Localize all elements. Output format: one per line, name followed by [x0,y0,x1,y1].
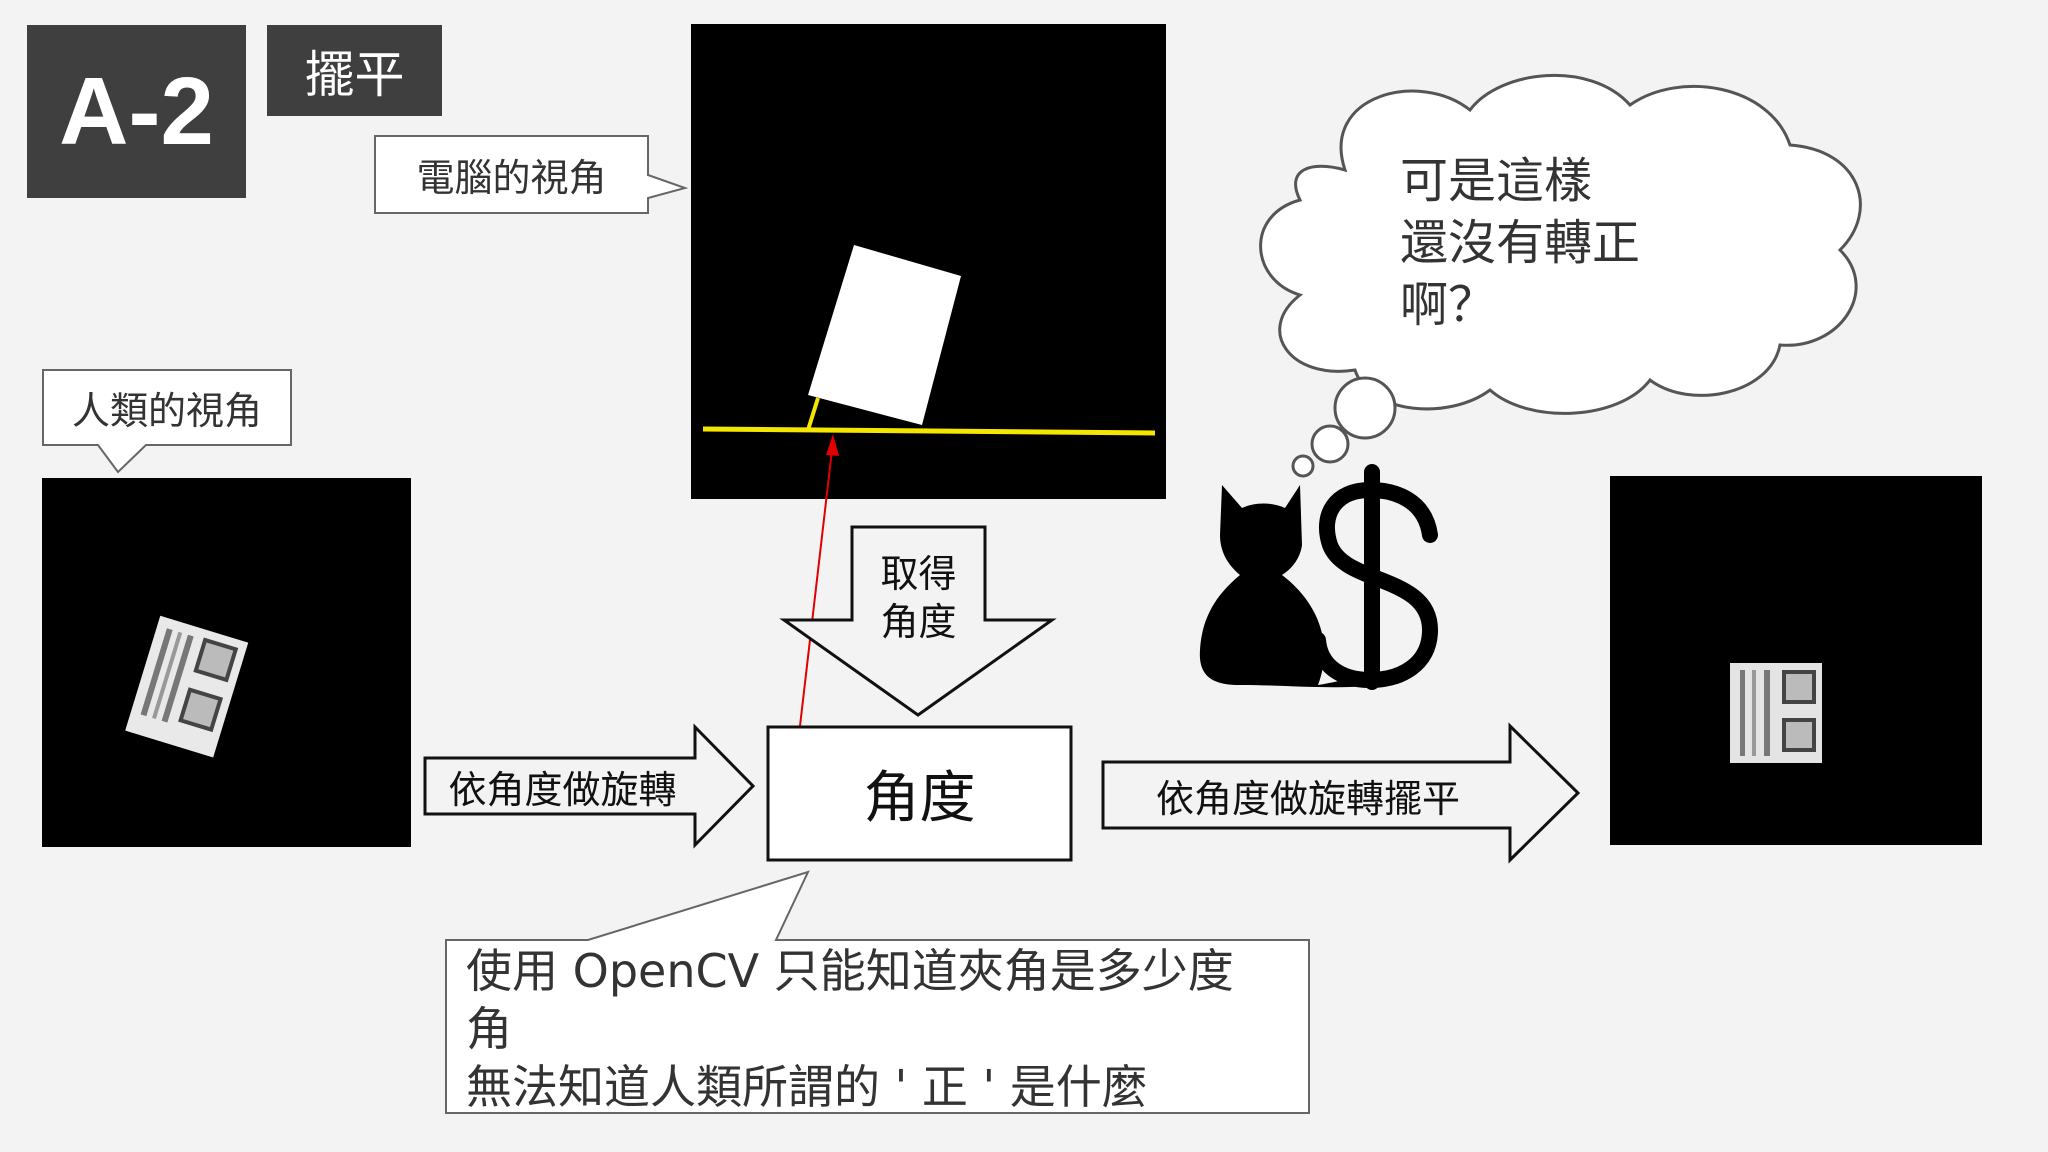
note-text: 使用 OpenCV 只能知道夾角是多少度 角 無法知道人類所謂的 ' 正 ' 是… [466,942,1296,1116]
note-callout-shape [445,870,1310,1114]
rotate-right-arrow [423,723,756,849]
human-view-panel [42,478,411,847]
cat-silhouette-icon [1199,485,1380,688]
dollar-sign-icon [1310,464,1439,690]
angle-box-shape [766,725,1073,862]
rotated-label-image [125,615,249,758]
computer-view-callout-shape [374,135,689,214]
get-angle-label-line1: 取得 [880,552,957,596]
thought-line-1: 可是這樣 [1400,153,1593,209]
rotate-flatten-label: 依角度做旋轉擺平 [1155,776,1460,821]
flattened-label-image [1730,663,1822,763]
section-title: 擺平 [267,25,442,116]
thought-line-2: 還沒有轉正 [1400,215,1641,271]
section-code-badge: A-2 [27,25,246,198]
get-angle-label-line2: 角度 [880,600,957,644]
computer-view-content [702,245,1156,436]
red-pointer-arrow [799,434,839,727]
yellow-angle-leg [806,397,820,431]
computer-view-label: 電腦的視角 [416,156,607,200]
result-panel [1610,476,1982,845]
yellow-baseline [702,426,1156,436]
rotate-flatten-right-arrow [1101,722,1581,864]
angle-box-label: 角度 [863,766,976,831]
note-line-1: 使用 OpenCV 只能知道夾角是多少度 [466,944,1234,998]
thought-cloud [1259,73,1862,478]
thought-text: 可是這樣 還沒有轉正 啊？ [1400,150,1730,336]
white-box-shape [808,245,961,425]
rotate-label: 依角度做旋轉 [448,767,677,812]
note-line-3: 無法知道人類所謂的 ' 正 ' 是什麼 [466,1060,1148,1114]
get-angle-down-arrow [779,525,1057,717]
thought-line-3: 啊？ [1400,277,1497,333]
get-angle-label: 取得 角度 [852,548,985,648]
human-view-callout-shape [42,369,292,474]
human-view-label: 人類的視角 [71,389,262,433]
note-line-2: 角 [466,1002,512,1056]
